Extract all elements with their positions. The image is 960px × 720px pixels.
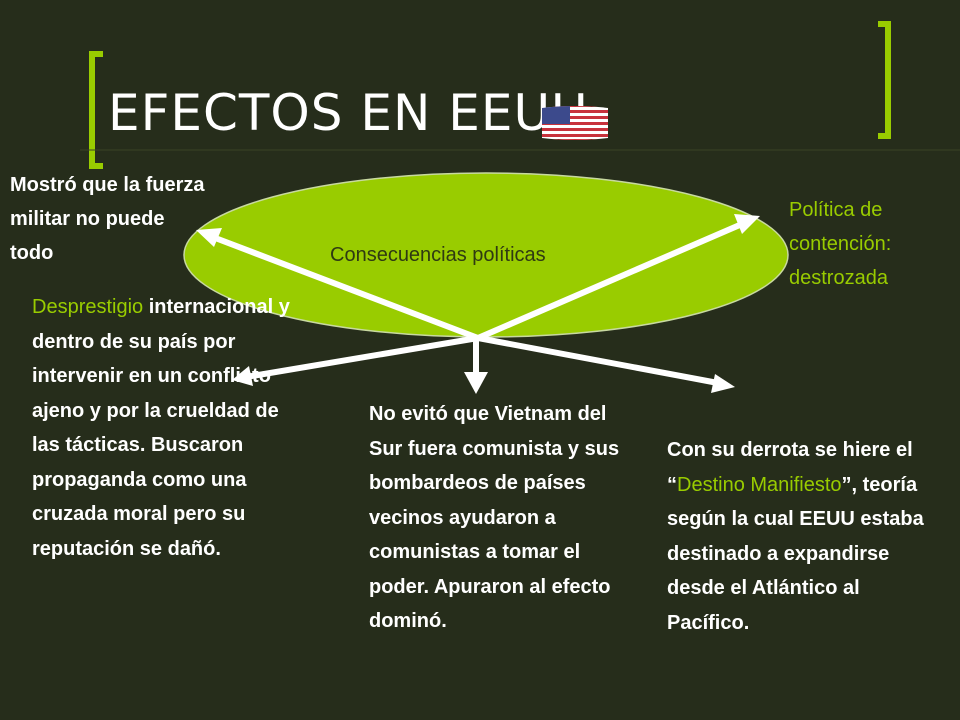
bottom-right-text-b: ”, teoría según la cual EEUU estaba dest…	[667, 473, 924, 634]
bottom-right-text-a: Con su derrota se hiere el “	[667, 439, 913, 496]
center-label: Consecuencias políticas	[330, 244, 546, 266]
us-flag-icon	[542, 106, 608, 140]
top-left-text: Mostró que la fuerza militar no puede to…	[10, 174, 205, 264]
arrow-to-top-left	[207, 233, 481, 341]
arrowhead-top-left	[196, 228, 222, 247]
bottom-right-green-text: Destino Manifiesto	[677, 473, 842, 496]
bottom-left-text: Desprestigio internacional y dentro de s…	[32, 290, 302, 566]
top-right-text: Política de contención: destrozada	[789, 199, 892, 289]
arrow-to-bottom-right	[475, 335, 721, 386]
arrowhead-bottom-right	[711, 374, 735, 393]
arrowhead-top-right	[734, 214, 760, 234]
slide-title: EFECTOS EN EEUU	[108, 84, 589, 142]
bottom-left-green-text: Desprestigio	[32, 296, 144, 318]
bottom-right-text: Con su derrota se hiere el “Destino Mani…	[667, 433, 947, 640]
bottom-left-rest-text: internacional y dentro de su país por in…	[32, 296, 290, 560]
bottom-center-text: No evitó que Vietnam del Sur fuera comun…	[369, 403, 620, 632]
arrow-to-top-right	[475, 221, 745, 341]
arrowhead-bottom-center	[464, 372, 488, 394]
arrowhead-bottom-left	[232, 366, 253, 386]
arrow-to-bottom-left	[243, 335, 481, 380]
